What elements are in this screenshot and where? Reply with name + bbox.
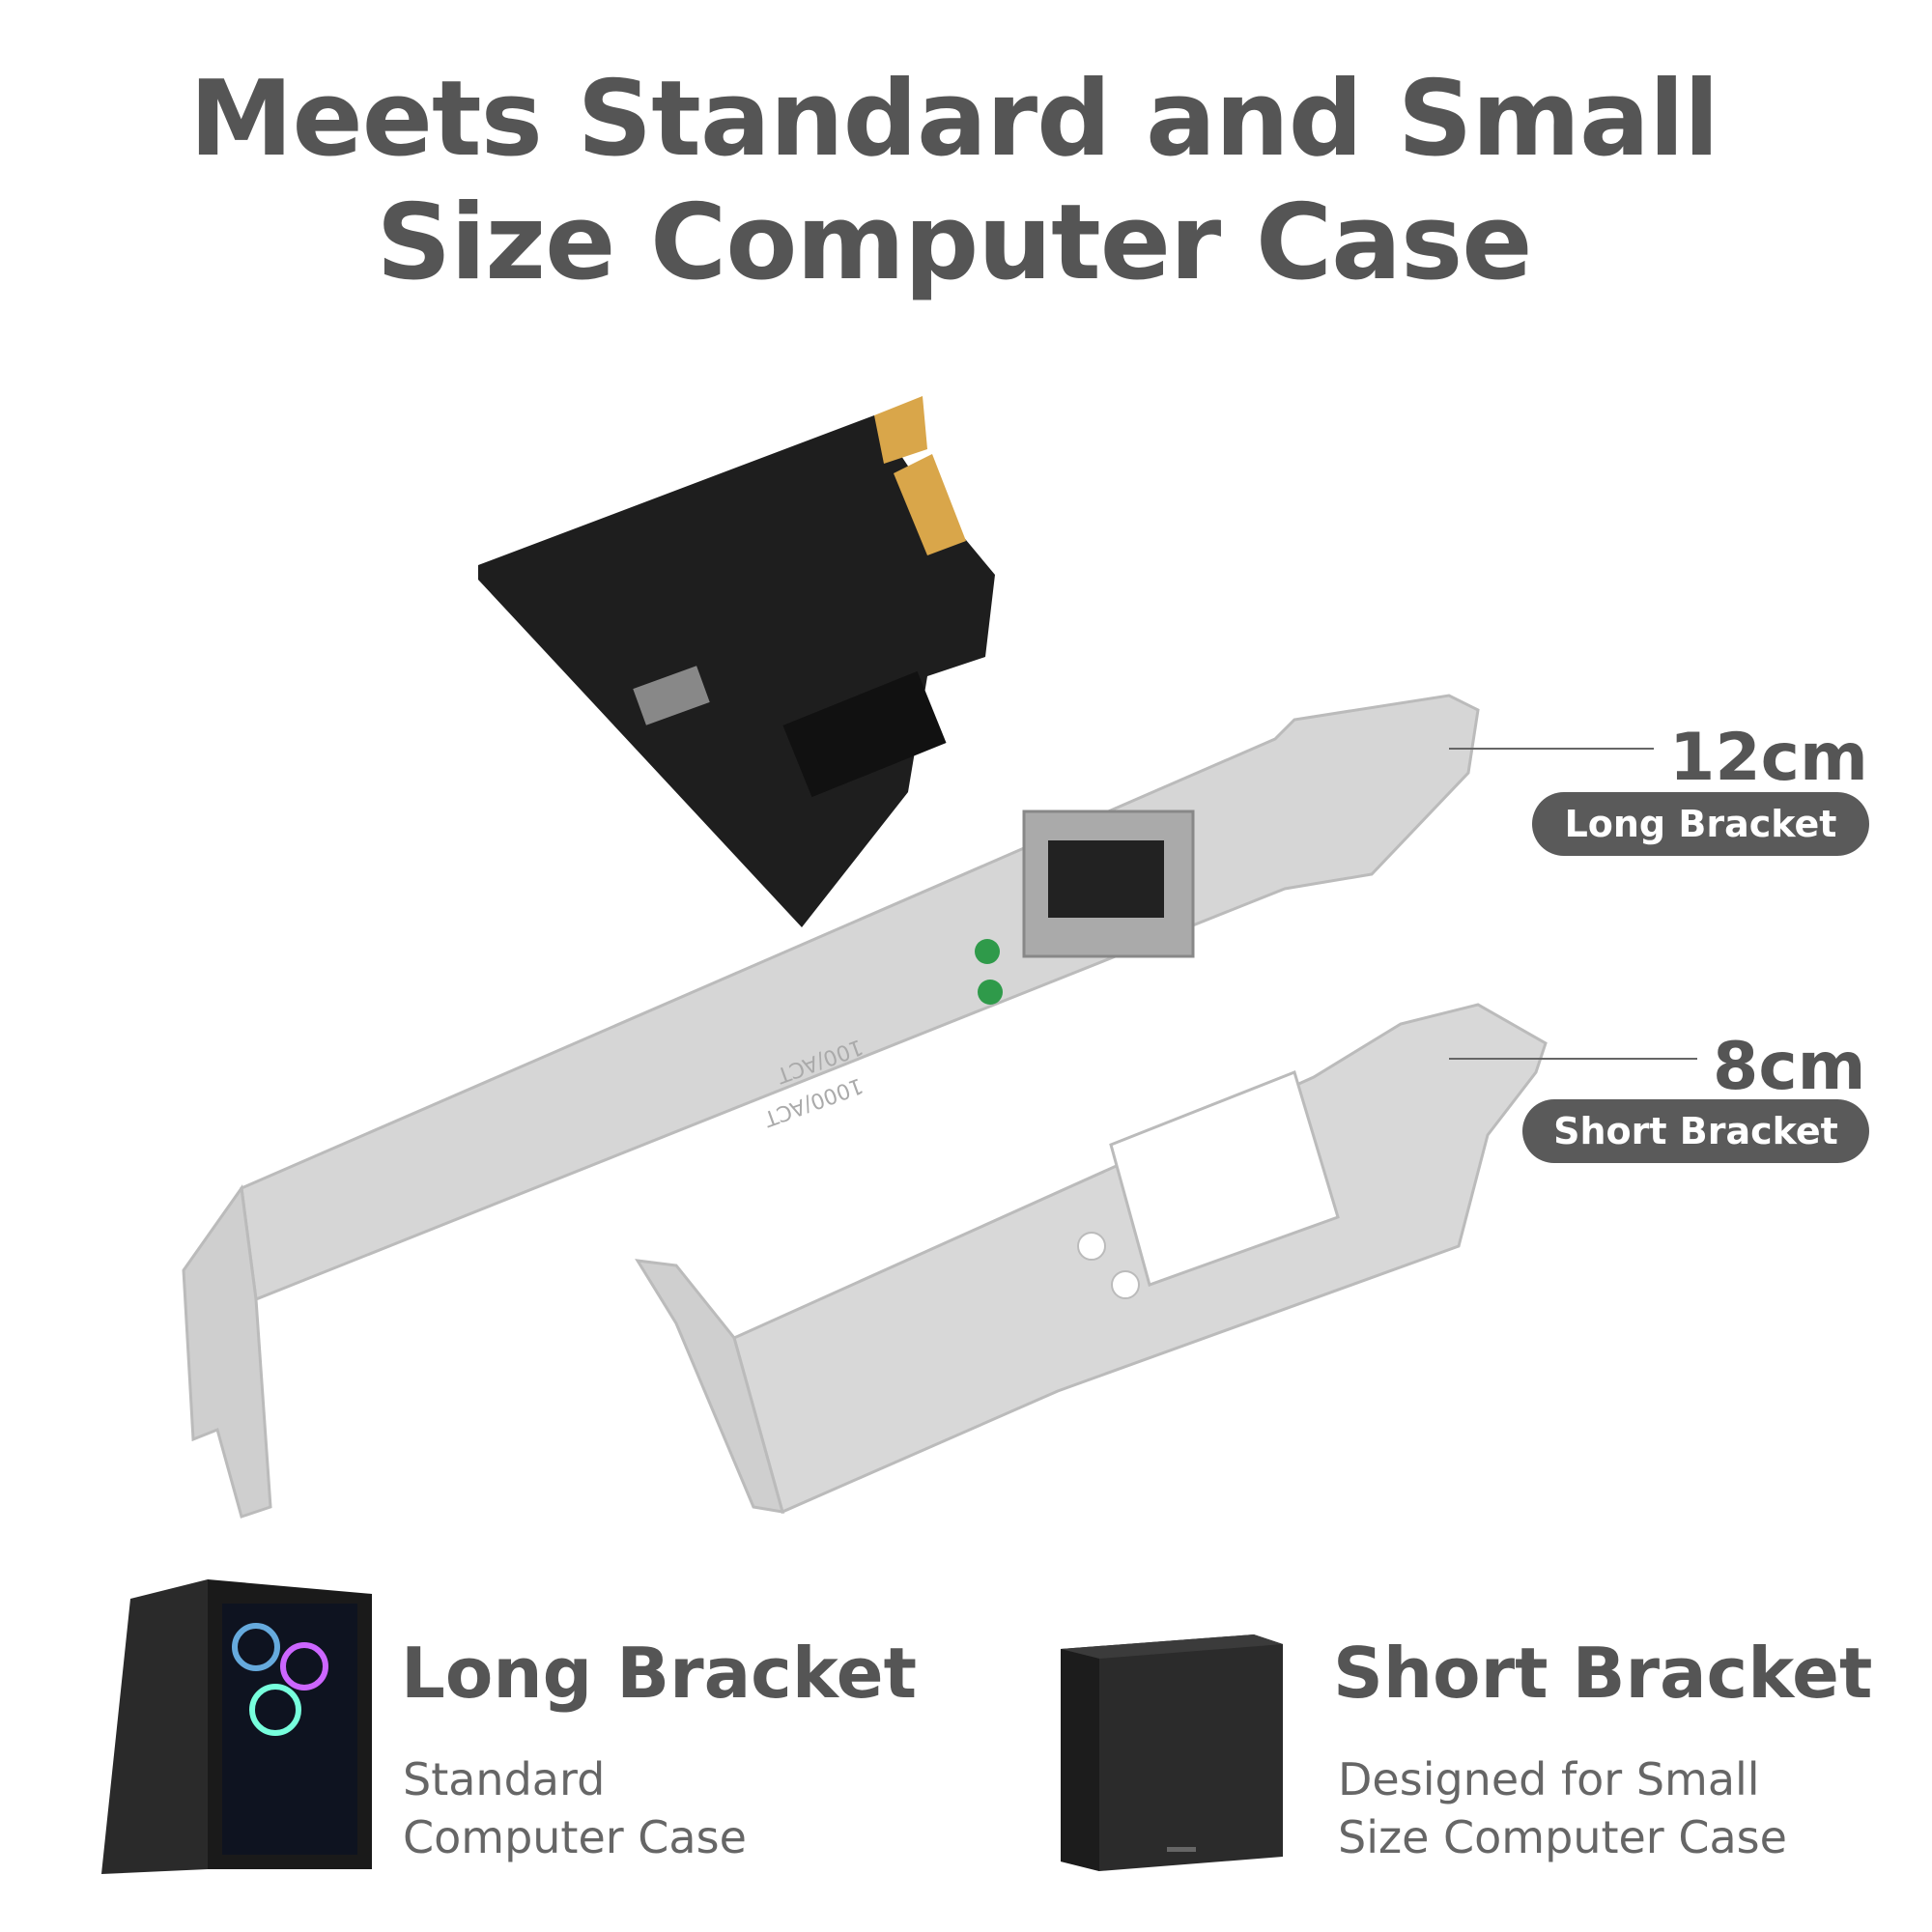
led-1000-act bbox=[978, 980, 1003, 1005]
pcb-board bbox=[478, 396, 995, 927]
short-bracket-heading: Short Bracket bbox=[1333, 1633, 1873, 1714]
long-bracket-description: Standard Computer Case bbox=[403, 1753, 747, 1863]
network-card-illustration: 100/ACT 1000/ACT bbox=[182, 396, 1548, 1519]
page-title: Meets Standard and Small Size Computer C… bbox=[189, 59, 1719, 303]
short-bracket-badge: Short Bracket bbox=[1522, 1099, 1869, 1163]
led-100-act bbox=[975, 939, 1000, 964]
dimension-12cm: 12cm bbox=[1669, 720, 1868, 796]
leader-line-12cm bbox=[1449, 748, 1654, 750]
long-bracket-heading: Long Bracket bbox=[401, 1633, 918, 1714]
long-bracket: 100/ACT 1000/ACT bbox=[182, 694, 1480, 1519]
long-bracket-badge: Long Bracket bbox=[1532, 792, 1869, 856]
short-bracket bbox=[635, 1003, 1548, 1515]
dimension-8cm: 8cm bbox=[1713, 1029, 1866, 1105]
tower-pc-case-icon bbox=[101, 1579, 372, 1874]
leader-line-8cm bbox=[1449, 1058, 1697, 1060]
mini-pc-case-icon bbox=[1061, 1634, 1283, 1871]
short-bracket-description: Designed for Small Size Computer Case bbox=[1338, 1753, 1787, 1863]
